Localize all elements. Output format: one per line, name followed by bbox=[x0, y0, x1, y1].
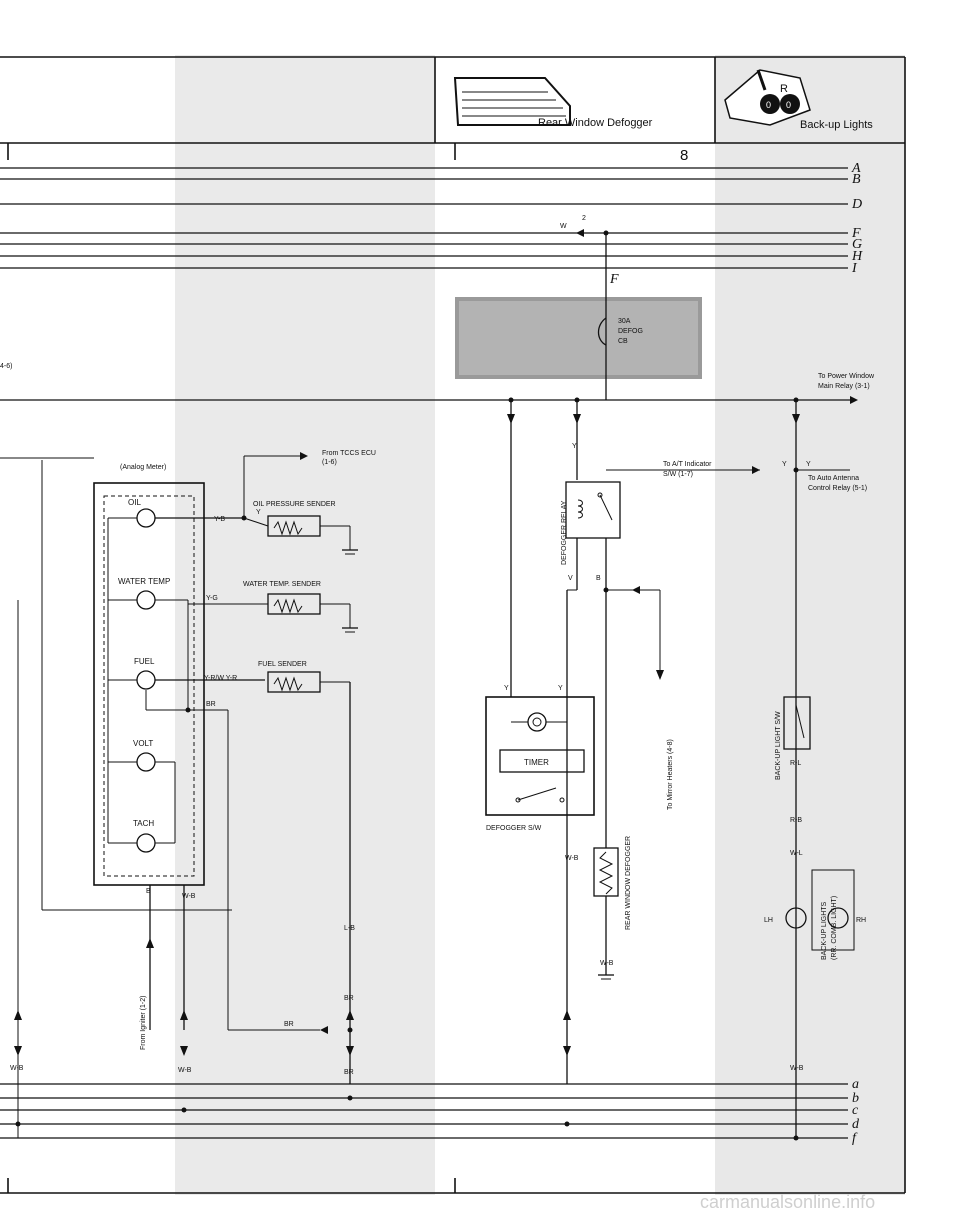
gear-b-label: 0 bbox=[786, 100, 791, 110]
bus-label-H: H bbox=[851, 249, 863, 264]
wire-wl-label: W-L bbox=[790, 850, 803, 857]
lh-label: LH bbox=[764, 917, 773, 924]
backup-light-switch bbox=[783, 696, 811, 750]
to-power-1: To Power Window bbox=[818, 373, 875, 380]
wire-rb-label: R-B bbox=[790, 817, 802, 824]
bus-label-A: A bbox=[851, 161, 861, 176]
rear-window-icon bbox=[453, 77, 571, 126]
fuse-label-2: DEFOG bbox=[618, 328, 643, 335]
wire-y-label-oil: Y bbox=[256, 509, 261, 516]
wire-b-label-meter: B bbox=[146, 888, 151, 895]
wire-y-label-bu2: Y bbox=[806, 461, 811, 468]
backup-lights-label-1: BACK-UP LIGHTS bbox=[821, 901, 828, 960]
gauge-label-tach: TACH bbox=[133, 819, 154, 828]
bus-label-c: c bbox=[852, 1103, 859, 1118]
to-at-1: To A/T Indicator bbox=[663, 461, 712, 468]
backup-lights-label-2: (RR. COMB. LIGHT) bbox=[831, 896, 838, 960]
wire-yg-label: Y-G bbox=[206, 595, 218, 602]
wire-rl-label: R-L bbox=[790, 760, 801, 767]
fuse-label-1: 30A bbox=[618, 318, 631, 325]
wire-wb-label-bu: W-B bbox=[790, 1065, 804, 1072]
wire-b-label-relay: B bbox=[596, 575, 601, 582]
wire-wb-label-element: W-B bbox=[600, 960, 614, 967]
to-at-2: S/W (1-7) bbox=[663, 471, 693, 478]
water-sender-label: WATER TEMP. SENDER bbox=[243, 581, 321, 588]
backup-light-lh bbox=[785, 907, 807, 929]
bus-label-D: D bbox=[851, 197, 862, 212]
gauge-label-water: WATER TEMP bbox=[118, 577, 170, 586]
wire-wb-label-left: W-B bbox=[10, 1065, 24, 1072]
backup-light-rh bbox=[827, 907, 849, 929]
from-igniter-label: From Igniter (1-2) bbox=[140, 996, 147, 1050]
wire-wb-label-meter: W-B bbox=[182, 893, 196, 900]
gear-shift-icon: 0 0 R bbox=[724, 69, 811, 126]
wire-br-label-v: BR bbox=[344, 995, 354, 1002]
wire-v-label: V bbox=[568, 575, 573, 582]
bus-label-B: B bbox=[852, 172, 861, 187]
to-power-2: Main Relay (3-1) bbox=[818, 383, 870, 390]
defogger-switch bbox=[485, 696, 595, 816]
bus-lines-top bbox=[0, 167, 848, 269]
gauge-label-oil: OIL bbox=[128, 498, 141, 507]
bus-label-f: f bbox=[852, 1131, 858, 1146]
rh-label: RH bbox=[856, 917, 866, 924]
wire-wb-label-mid: W-B bbox=[178, 1067, 192, 1074]
to-antenna-2: Control Relay (5-1) bbox=[808, 485, 867, 492]
left-ref-label: 4-6) bbox=[0, 363, 12, 370]
wire-y-label-relay: Y bbox=[572, 443, 577, 450]
fuse-bus-letter: F bbox=[609, 272, 619, 287]
defogger-relay-label: DEFOGGER RELAY bbox=[561, 500, 568, 565]
analog-meter-title: (Analog Meter) bbox=[120, 464, 166, 471]
bus-label-d: d bbox=[852, 1117, 860, 1132]
wire-yb-label: Y-B bbox=[214, 516, 225, 523]
fuel-sender-label: FUEL SENDER bbox=[258, 661, 307, 668]
bus-label-b: b bbox=[852, 1091, 859, 1106]
defogger-switch-label: DEFOGGER S/W bbox=[486, 825, 542, 832]
analog-meter-panel bbox=[93, 482, 205, 886]
wire-y-label-sw2: Y bbox=[558, 685, 563, 692]
fuse-label-3: CB bbox=[618, 338, 628, 345]
wire-br-label-meter: BR bbox=[206, 701, 216, 708]
timer-box bbox=[499, 749, 585, 773]
backup-title: Back-up Lights bbox=[800, 119, 873, 131]
bus-label-a: a bbox=[852, 1077, 859, 1092]
bus-label-I: I bbox=[851, 261, 858, 276]
wire-lb-label: L-B bbox=[344, 925, 355, 932]
backup-lights-box bbox=[811, 869, 855, 951]
oil-sender-label: OIL PRESSURE SENDER bbox=[253, 501, 336, 508]
bus-lines-bottom bbox=[0, 1083, 848, 1139]
timer-label: TIMER bbox=[524, 758, 549, 767]
to-mirror-label: To Mirror Heaters (4-8) bbox=[667, 739, 674, 810]
pin-label: 2 bbox=[582, 215, 586, 222]
from-tccs-1: From TCCS ECU bbox=[322, 450, 376, 457]
to-antenna-1: To Auto Antenna bbox=[808, 475, 859, 482]
reverse-letter: R bbox=[780, 83, 788, 95]
wire-y-label-bu1: Y bbox=[782, 461, 787, 468]
wire-br-label-low: BR bbox=[284, 1021, 294, 1028]
wire-wb-label-sw: W-B bbox=[565, 855, 579, 862]
shade-panel-right bbox=[715, 55, 905, 1195]
gauge-label-volt: VOLT bbox=[133, 739, 153, 748]
wire-w-label: W bbox=[560, 223, 567, 230]
bus-label-F: F bbox=[851, 226, 861, 241]
wire-br-label-bottom: BR bbox=[344, 1069, 354, 1076]
from-tccs-2: (1-6) bbox=[322, 459, 337, 466]
gauge-label-fuel: FUEL bbox=[134, 657, 155, 666]
shade-panel-left bbox=[175, 55, 435, 1195]
wire-y-label-sw1: Y bbox=[504, 685, 509, 692]
backup-switch-label: BACK-UP LIGHT S/W bbox=[775, 711, 782, 780]
defogger-relay bbox=[565, 481, 621, 539]
bus-label-G: G bbox=[852, 237, 862, 252]
rear-defogger-label: REAR WINDOW DEFOGGER bbox=[625, 836, 632, 930]
defogger-title: Rear Window Defogger bbox=[538, 117, 653, 129]
watermark: carmanualsonline.info bbox=[700, 1192, 875, 1212]
gear-a-label: 0 bbox=[766, 100, 771, 110]
section-number: 8 bbox=[680, 147, 688, 164]
wire-yrwyr-label: Y-R/W Y-R bbox=[204, 675, 237, 682]
